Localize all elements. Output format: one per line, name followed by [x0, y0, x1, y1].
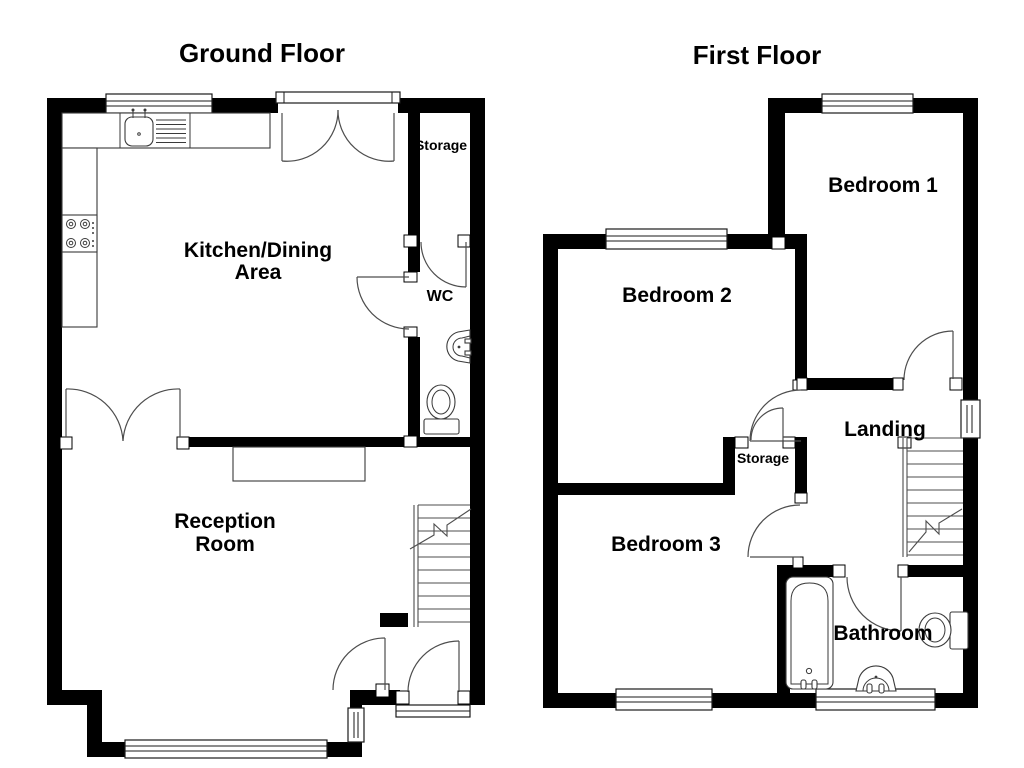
bay-window: [124, 739, 328, 759]
ground-floor-stairs: [409, 504, 472, 627]
bedroom2-door: [749, 389, 802, 442]
kitchen-window: [105, 93, 213, 114]
ground-storage-label: Storage: [415, 137, 467, 153]
bedroom2-label: Bedroom 2: [622, 284, 732, 307]
bedroom3-label: Bedroom 3: [611, 533, 721, 556]
bedroom1-label: Bedroom 1: [828, 174, 938, 197]
bedroom1-window: [821, 93, 914, 114]
wc-door: [356, 276, 410, 330]
wc-basin-icon: [446, 329, 472, 364]
sideboard: [232, 446, 366, 482]
french-door-threshold: [275, 91, 401, 104]
reception-hall-door: [332, 637, 386, 691]
bedroom2-window: [605, 228, 728, 250]
storage-door: [750, 407, 784, 441]
first-floor-plan: First Floor: [543, 40, 981, 711]
first-floor-walls: [543, 98, 978, 708]
reception-double-doors: [65, 388, 181, 442]
kitchen-dining-label-line1: Kitchen/Dining: [184, 239, 332, 262]
reception-label-line1: Reception: [174, 510, 276, 533]
first-floor-door-jambs: [734, 236, 963, 578]
storage-wc-door: [420, 241, 467, 288]
bathroom-toilet-icon: [918, 611, 969, 650]
bathroom-door: [846, 576, 902, 632]
ground-floor-plan: Ground Floor: [47, 38, 485, 759]
bathroom-window: [815, 688, 936, 711]
bathtub-icon: [785, 576, 834, 690]
bedroom1-door: [903, 330, 954, 381]
hob-icon: [61, 214, 98, 253]
ground-floor-title: Ground Floor: [179, 38, 345, 68]
bathroom-label: Bathroom: [833, 622, 932, 645]
front-door: [407, 640, 460, 693]
reception-label-line2: Room: [195, 533, 255, 556]
ground-floor-door-jambs: [59, 234, 471, 705]
kitchen-dining-label-line2: Area: [235, 261, 282, 284]
ground-floor-walls: [47, 98, 485, 757]
bathroom-basin-icon: [855, 665, 897, 694]
wc-toilet-icon: [423, 384, 460, 435]
bedroom3-window: [615, 688, 713, 711]
first-floor-title: First Floor: [693, 40, 822, 70]
landing-label: Landing: [844, 418, 926, 441]
kitchen-sink-icon: [124, 108, 186, 147]
first-floor-stairs: [902, 437, 963, 557]
bay-side-window: [347, 707, 365, 743]
kitchen-french-doors: [281, 109, 395, 162]
wc-label: WC: [427, 288, 454, 305]
landing-window: [960, 399, 981, 439]
first-floor-storage-label: Storage: [737, 450, 789, 466]
front-door-threshold: [395, 704, 471, 718]
bedroom3-door: [747, 504, 801, 558]
